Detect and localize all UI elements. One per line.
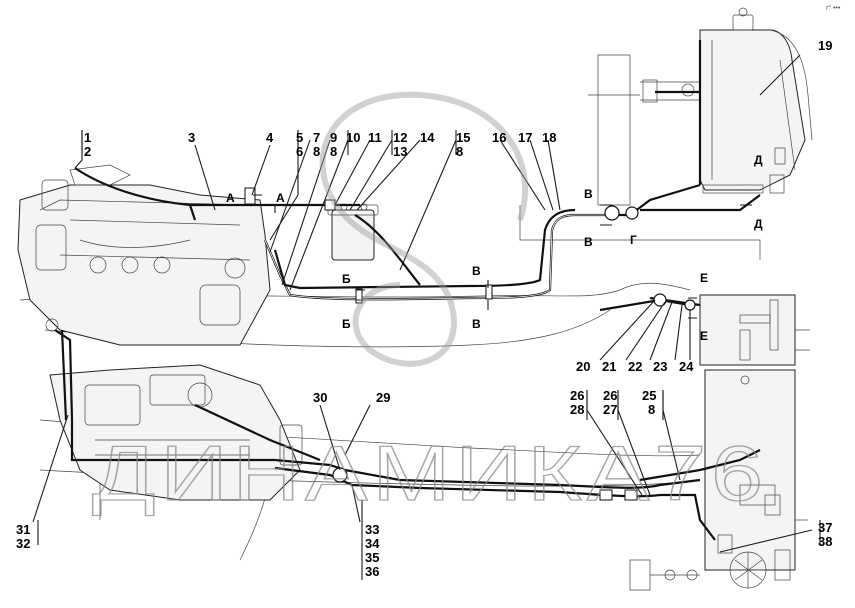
part-label: 28 — [570, 402, 584, 417]
section-label-a: А — [276, 191, 285, 205]
part-label: 17 — [518, 130, 532, 145]
part-label: 35 — [365, 550, 379, 565]
section-label-e: Е — [700, 329, 708, 343]
fine-filter — [327, 203, 379, 261]
part-label: 8 — [456, 144, 463, 159]
part-label: 9 — [330, 130, 337, 145]
part-label: 18 — [542, 130, 556, 145]
part-label: 6 — [296, 144, 303, 159]
part-label: 11 — [368, 130, 382, 145]
part-label: 22 — [628, 359, 642, 374]
part-labels: 1 2 3 4 5 6 7 8 9 8 10 11 12 13 14 15 8 … — [16, 38, 832, 579]
part-label: 29 — [376, 390, 390, 405]
part-label: 8 — [330, 144, 337, 159]
part-label: 30 — [313, 390, 327, 405]
part-label: 2 — [84, 144, 91, 159]
watermark-swirl — [319, 91, 528, 367]
engine-block — [17, 164, 271, 346]
part-label: 31 — [16, 522, 30, 537]
part-label: 37 — [818, 520, 832, 535]
part-label: 33 — [365, 522, 379, 537]
section-label-v: В — [472, 264, 481, 278]
part-label: 15 — [456, 130, 470, 145]
section-label-d: Д — [754, 217, 763, 231]
part-label: 1 — [84, 130, 91, 145]
part-label: 23 — [653, 359, 667, 374]
fuel-tank-lower — [699, 294, 810, 589]
drain-valve — [629, 559, 700, 591]
part-label: 26 — [603, 388, 617, 403]
part-label: 38 — [818, 534, 832, 549]
leader-lines — [32, 54, 821, 580]
part-label: 5 — [296, 130, 303, 145]
part-label: 19 — [818, 38, 832, 53]
part-label: 7 — [313, 130, 320, 145]
part-label: 24 — [679, 359, 694, 374]
corner-mark: r° ••• — [826, 4, 841, 12]
watermark: ДИНАМИКА76 — [91, 91, 768, 518]
part-label: 12 — [393, 130, 407, 145]
part-label: 32 — [16, 536, 30, 551]
part-label: 16 — [492, 130, 506, 145]
part-label: 8 — [313, 144, 320, 159]
section-markers — [253, 189, 752, 319]
part-label: 36 — [365, 564, 379, 579]
part-label: 25 — [642, 388, 656, 403]
part-label: 26 — [570, 388, 584, 403]
part-label: 21 — [602, 359, 616, 374]
part-label: 27 — [603, 402, 617, 417]
part-label: 4 — [266, 130, 274, 145]
section-label-a: А — [226, 191, 235, 205]
part-label: 8 — [648, 402, 655, 417]
section-label-b: Б — [342, 317, 351, 331]
part-label: 20 — [576, 359, 590, 374]
watermark-text: ДИНАМИКА76 — [92, 429, 768, 517]
section-label-d: Д — [754, 153, 763, 167]
part-label: 10 — [346, 130, 360, 145]
part-label: 13 — [393, 144, 407, 159]
section-label-e: Е — [700, 271, 708, 285]
section-label-v: В — [472, 317, 481, 331]
part-label: 34 — [365, 536, 380, 551]
part-label: 3 — [188, 130, 195, 145]
section-label-v: В — [584, 235, 593, 249]
section-labels: А А Б Б В В В В Г Д Д Е Е — [226, 153, 763, 343]
section-label-b: Б — [342, 272, 351, 286]
part-label: 14 — [420, 130, 435, 145]
section-label-g: Г — [630, 233, 637, 247]
lower-engine-assembly — [45, 318, 303, 501]
fuel-lines — [54, 40, 761, 541]
section-label-v: В — [584, 187, 593, 201]
